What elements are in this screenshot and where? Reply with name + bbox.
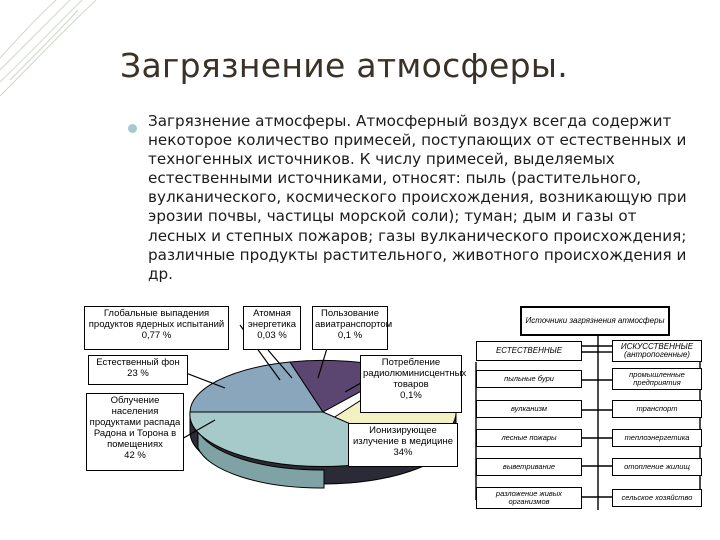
label-radon-thoron: Облучение населения продуктами распада Р… [86, 393, 184, 471]
artificial-item-transport: транспорт [612, 400, 702, 418]
bullet-marker [128, 124, 137, 133]
pie-front-side [197, 429, 325, 489]
artificial-item-industry: промышленные предприятия [612, 368, 702, 390]
artificial-item-home-heating: отопление жилищ [612, 458, 702, 476]
decorative-corner-lines [0, 0, 97, 97]
slide-title: Загрязнение атмосферы. [120, 46, 569, 85]
bullet-text: Загрязнение атмосферы. Атмосферный возду… [148, 112, 687, 283]
artificial-item-agriculture: сельское хозяйство [612, 489, 702, 507]
natural-item-weathering: выветривание [476, 458, 582, 476]
artificial-item-heat-power: теплоэнергетика [612, 429, 702, 447]
label-nuclear-tests: Глобальные выпадения продуктов ядерных и… [84, 306, 229, 350]
artificial-sources-box: ИСКУССТВЕННЫЕ(антропогенные) [612, 340, 702, 362]
natural-item-volcanism: вулканизм [476, 400, 582, 418]
natural-item-forest-fires: лесные пожары [476, 429, 582, 447]
natural-item-decomposition: разложение живых организмов [476, 487, 582, 509]
diagram-head-box: Источники загрязнения атмосферы [520, 306, 670, 336]
natural-sources-box: ЕСТЕСТВЕННЫЕ [476, 341, 582, 361]
natural-item-dust-storms: пыльные бури [476, 370, 582, 388]
